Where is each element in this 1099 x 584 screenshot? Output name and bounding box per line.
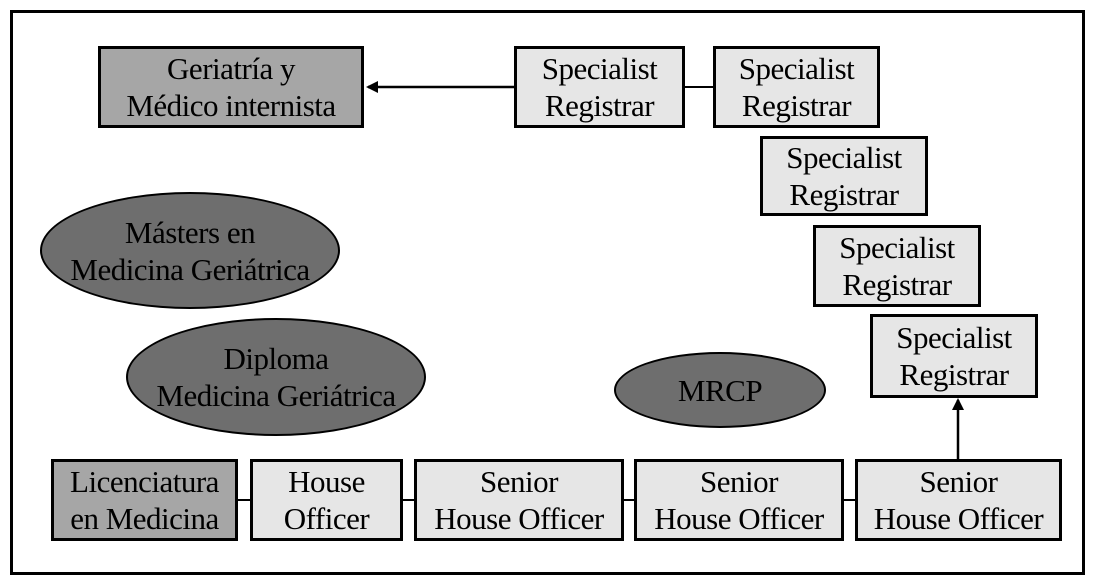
node-sr5-line1: Specialist	[896, 320, 1012, 355]
node-sho1-line2: House Officer	[434, 501, 604, 536]
node-mrcp: MRCP	[614, 352, 826, 428]
node-licenciatura-line2: en Medicina	[70, 501, 219, 536]
node-sr4-line1: Specialist	[839, 230, 955, 265]
node-masters-line2: Medicina Geriátrica	[70, 251, 310, 287]
node-geriatria: Geriatría y Médico internista	[98, 46, 364, 128]
node-specialist-registrar-4: Specialist Registrar	[813, 225, 981, 307]
node-senior-house-officer-2: Senior House Officer	[634, 459, 844, 541]
node-specialist-registrar-3: Specialist Registrar	[760, 136, 928, 216]
node-licenciatura-line1: Licenciatura	[70, 464, 219, 499]
node-specialist-registrar-5: Specialist Registrar	[870, 314, 1038, 398]
node-sho1-line1: Senior	[480, 464, 558, 499]
node-sho2-line1: Senior	[700, 464, 778, 499]
node-sr2-line2: Registrar	[741, 88, 852, 123]
node-specialist-registrar-1: Specialist Registrar	[514, 46, 685, 128]
node-sr3-line2: Registrar	[789, 177, 899, 212]
node-masters: Másters en Medicina Geriátrica	[40, 192, 340, 309]
node-sr5-line2: Registrar	[899, 357, 1009, 392]
node-sho3-line2: House Officer	[873, 501, 1044, 536]
node-sr1-line2: Registrar	[544, 88, 655, 123]
node-specialist-registrar-2: Specialist Registrar	[713, 46, 880, 128]
node-sho2-line2: House Officer	[654, 501, 824, 536]
node-sr4-line2: Registrar	[842, 267, 952, 302]
node-mrcp-line1: MRCP	[677, 372, 763, 408]
node-diploma: Diploma Medicina Geriátrica	[126, 318, 426, 436]
node-geriatria-line2: Médico internista	[126, 88, 336, 123]
node-diploma-line2: Medicina Geriátrica	[156, 378, 396, 413]
node-sho3-line1: Senior	[919, 464, 998, 499]
node-sr2-line1: Specialist	[738, 51, 855, 86]
node-diploma-line1: Diploma	[223, 341, 330, 376]
node-house-officer-line1: House	[288, 464, 365, 499]
node-house-officer: House Officer	[250, 459, 403, 541]
node-licenciatura: Licenciatura en Medicina	[51, 459, 238, 541]
node-sr3-line1: Specialist	[786, 140, 902, 175]
node-house-officer-line2: Officer	[283, 501, 370, 536]
node-sr1-line1: Specialist	[541, 51, 658, 86]
node-senior-house-officer-3: Senior House Officer	[855, 459, 1062, 541]
diagram-frame	[10, 10, 1085, 575]
node-geriatria-line1: Geriatría y	[167, 51, 295, 86]
node-senior-house-officer-1: Senior House Officer	[414, 459, 624, 541]
node-masters-line1: Másters en	[124, 214, 256, 250]
